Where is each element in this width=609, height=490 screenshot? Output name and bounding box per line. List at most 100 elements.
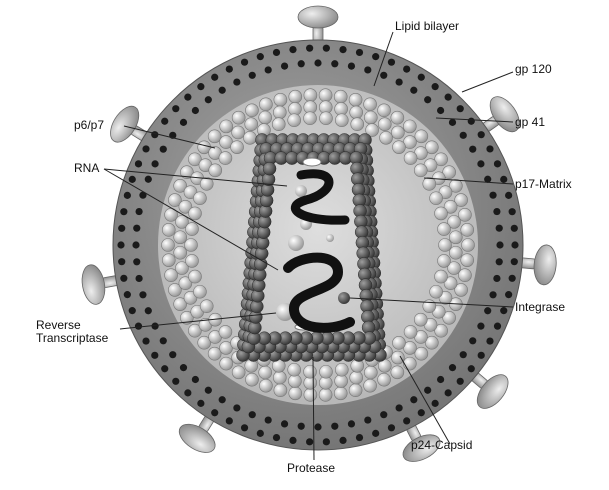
matrix-bead — [403, 325, 418, 339]
bilayer-dot — [508, 208, 516, 216]
bilayer-dot — [444, 93, 452, 101]
bilayer-dot — [410, 396, 418, 404]
bilayer-dot — [395, 78, 403, 86]
gp120-head — [110, 105, 140, 143]
bilayer-dot — [233, 404, 241, 412]
bilayer-dot — [355, 48, 364, 57]
matrix-bead — [318, 88, 333, 102]
bilayer-dot — [459, 131, 467, 139]
matrix-bead — [219, 356, 233, 371]
bilayer-dot — [159, 337, 167, 345]
bilayer-dot — [133, 224, 141, 232]
matrix-bead — [218, 325, 233, 339]
matrix-bead — [273, 92, 288, 107]
bilayer-dot — [431, 83, 439, 91]
matrix-bead — [349, 105, 364, 120]
matrix-bead — [168, 283, 182, 297]
bilayer-dot — [197, 83, 205, 91]
bilayer-dot — [322, 438, 330, 446]
bilayer-dot — [403, 417, 411, 425]
bilayer-dot — [306, 438, 314, 446]
bilayer-dot — [204, 96, 212, 104]
bilayer-dot — [469, 145, 477, 153]
rna-strand-lower — [283, 252, 355, 333]
matrix-bead — [318, 388, 333, 402]
bilayer-dot — [493, 207, 501, 216]
bilayer-dot — [151, 322, 159, 330]
bilayer-dot — [280, 62, 289, 70]
bilayer-dot — [314, 423, 322, 431]
bilayer-dot — [486, 145, 494, 153]
bilayer-dot — [448, 118, 457, 126]
bilayer-dot — [248, 411, 256, 419]
bilayer-dot — [395, 404, 403, 412]
matrix-bead — [197, 335, 211, 350]
bilayer-dot — [469, 337, 477, 345]
bilayer-dot — [456, 105, 464, 113]
matrix-bead — [413, 163, 428, 178]
matrix-bead — [413, 312, 428, 327]
matrix-bead — [173, 230, 188, 245]
bilayer-dot — [387, 424, 396, 432]
bilayer-dot — [272, 433, 281, 442]
matrix-bead — [168, 193, 182, 207]
bilayer-dot — [467, 365, 475, 373]
bilayer-dot — [169, 351, 177, 359]
bilayer-dot — [240, 58, 249, 66]
matrix-bead — [443, 276, 458, 291]
matrix-bead — [392, 140, 406, 154]
bilayer-dot — [456, 377, 464, 385]
label-integrase: Integrase — [515, 300, 565, 314]
matrix-bead — [454, 193, 468, 207]
label-lipid-bilayer: Lipid bilayer — [395, 19, 459, 33]
matrix-bead — [207, 346, 222, 361]
matrix-bead — [448, 230, 463, 245]
bilayer-dot — [444, 389, 452, 397]
bilayer-dot — [218, 396, 226, 404]
matrix-bead — [193, 191, 207, 206]
matrix-bead — [379, 130, 393, 145]
matrix-bead — [208, 163, 223, 178]
bilayer-dot — [364, 66, 372, 74]
bilayer-dot — [493, 322, 502, 330]
matrix-bead — [231, 125, 245, 140]
matrix-bead — [259, 378, 273, 393]
matrix-bead — [245, 372, 259, 387]
rna-strand-upper — [290, 169, 350, 225]
matrix-bead — [349, 370, 364, 385]
matrix-bead — [363, 378, 377, 393]
bilayer-dot — [144, 175, 152, 183]
bilayer-dot — [493, 160, 502, 168]
matrix-bead — [188, 323, 202, 338]
bilayer-dot — [135, 274, 143, 283]
bilayer-dot — [508, 274, 516, 282]
matrix-bead — [334, 362, 349, 377]
bilayer-dot — [123, 191, 131, 199]
bilayer-dot — [467, 117, 475, 125]
matrix-bead — [403, 119, 417, 134]
bilayer-dot — [264, 416, 272, 424]
gp120-head — [81, 264, 106, 305]
matrix-bead — [303, 111, 317, 126]
bilayer-dot — [184, 93, 192, 101]
bilayer-dot — [496, 241, 504, 249]
integrase-particle — [338, 292, 350, 304]
bilayer-dot — [500, 307, 508, 315]
lipid-bilayer-dots — [117, 44, 519, 446]
bilayer-dot — [161, 117, 169, 125]
bilayer-dot — [387, 58, 396, 66]
matrix-bead — [243, 130, 257, 145]
bilayer-dot — [272, 48, 281, 57]
matrix-bead — [161, 223, 176, 237]
bilayer-dot — [437, 375, 445, 384]
bilayer-dot — [161, 365, 169, 373]
matrix-bead — [185, 222, 199, 236]
gp120-head — [178, 423, 216, 453]
bilayer-dot — [477, 322, 485, 330]
matrix-bead — [461, 238, 475, 252]
bilayer-dot — [410, 86, 418, 94]
bilayer-dot — [225, 65, 233, 73]
bilayer-dot — [493, 274, 501, 283]
matrix-bead — [199, 177, 214, 191]
